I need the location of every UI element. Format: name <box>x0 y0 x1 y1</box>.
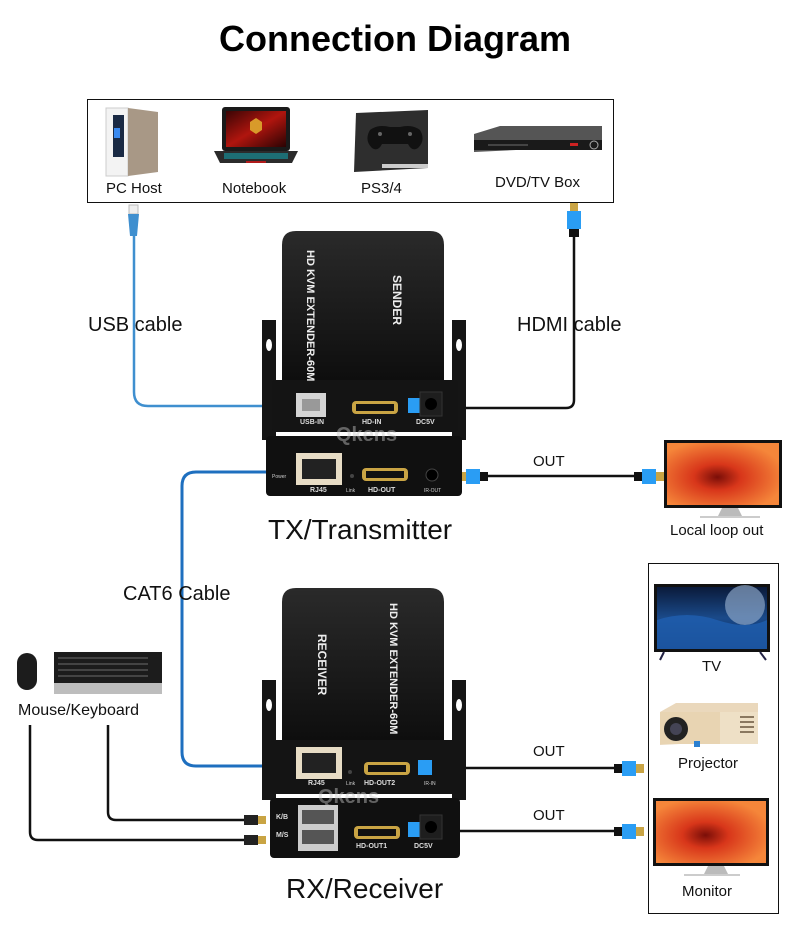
cat6-cable-label: CAT6 Cable <box>123 583 231 605</box>
local-loop-out-label: Local loop out <box>670 522 764 539</box>
pc-tower-icon <box>105 107 158 177</box>
tx-model-text: HD KVM EXTENDER-60M <box>304 250 316 382</box>
tv-icon <box>654 584 770 661</box>
display-devices-box <box>648 563 779 914</box>
source-devices-box <box>87 99 614 203</box>
usb-cable-label: USB cable <box>88 314 183 336</box>
mouse-keyboard-label: Mouse/Keyboard <box>18 702 139 719</box>
rx-role-text: RECEIVER <box>315 634 329 696</box>
mouse-icon <box>17 653 37 690</box>
out-label-local: OUT <box>533 453 565 470</box>
out-label-rx-out1: OUT <box>533 807 565 824</box>
projector-icon <box>660 703 758 747</box>
display-label-projector: Projector <box>678 755 739 772</box>
tx-port-usb-in: USB-IN <box>300 419 325 426</box>
display-label-tv: TV <box>702 658 722 675</box>
transmitter-label: TX/Transmitter <box>268 514 453 545</box>
receiver-device <box>262 588 466 858</box>
hdmi-cable-out2 <box>440 761 644 776</box>
rx-model-text: HD KVM EXTENDER-60M <box>387 603 399 735</box>
source-label-ps34: PS3/4 <box>361 180 402 197</box>
local-loop-monitor-icon <box>664 440 782 518</box>
source-label-notebook: Notebook <box>222 180 287 197</box>
rx-port-hd-out2: HD-OUT2 <box>364 780 396 787</box>
source-label-pc-host: PC Host <box>106 180 162 197</box>
source-label-dvd-tv-box: DVD/TV Box <box>495 174 581 191</box>
laptop-icon <box>214 107 298 163</box>
tx-port-ir-out: IR-OUT <box>424 488 442 494</box>
rx-port-link: Link <box>346 781 356 787</box>
out-label-rx-out2: OUT <box>533 743 565 760</box>
tx-role-text: SENDER <box>390 275 404 326</box>
hdmi-cable-local-out <box>458 469 664 484</box>
usb-cable-keyboard <box>106 725 266 825</box>
tx-port-dc5v: DC5V <box>416 419 435 426</box>
monitor-icon <box>653 798 769 876</box>
hdmi-cable-out1 <box>440 824 644 839</box>
tx-port-rj45: RJ45 <box>310 487 327 494</box>
tx-model-text-wrap: HD KVM EXTENDER-60M <box>300 250 320 381</box>
rx-port-dc5v: DC5V <box>414 843 433 850</box>
hdmi-cable-input <box>430 203 581 410</box>
tx-port-link: Link <box>346 488 356 494</box>
display-label-monitor: Monitor <box>682 883 733 900</box>
rx-port-ms: M/S <box>276 832 289 839</box>
tx-port-hd-out: HD-OUT <box>368 487 396 494</box>
rx-port-kb: K/B <box>276 814 289 821</box>
rx-port-rj45: RJ45 <box>308 780 325 787</box>
rx-port-ir-in: IR-IN <box>424 781 436 787</box>
receiver-label: RX/Receiver <box>286 873 444 904</box>
dvd-player-icon <box>474 126 602 152</box>
tx-port-hd-in: HD-IN <box>362 419 382 426</box>
diagram-title: Connection Diagram <box>218 18 572 59</box>
tx-power-label: Power <box>272 474 287 480</box>
tx-watermark: Qkens <box>336 424 398 446</box>
usb-cable-mouse <box>28 725 266 845</box>
rx-port-hd-out1: HD-OUT1 <box>356 843 388 850</box>
game-console-icon <box>354 110 428 172</box>
usb-cable <box>128 204 284 410</box>
rx-watermark: Qkens <box>318 786 380 808</box>
keyboard-icon <box>54 652 162 694</box>
hdmi-cable-label: HDMI cable <box>517 314 622 336</box>
transmitter-device <box>262 231 466 496</box>
